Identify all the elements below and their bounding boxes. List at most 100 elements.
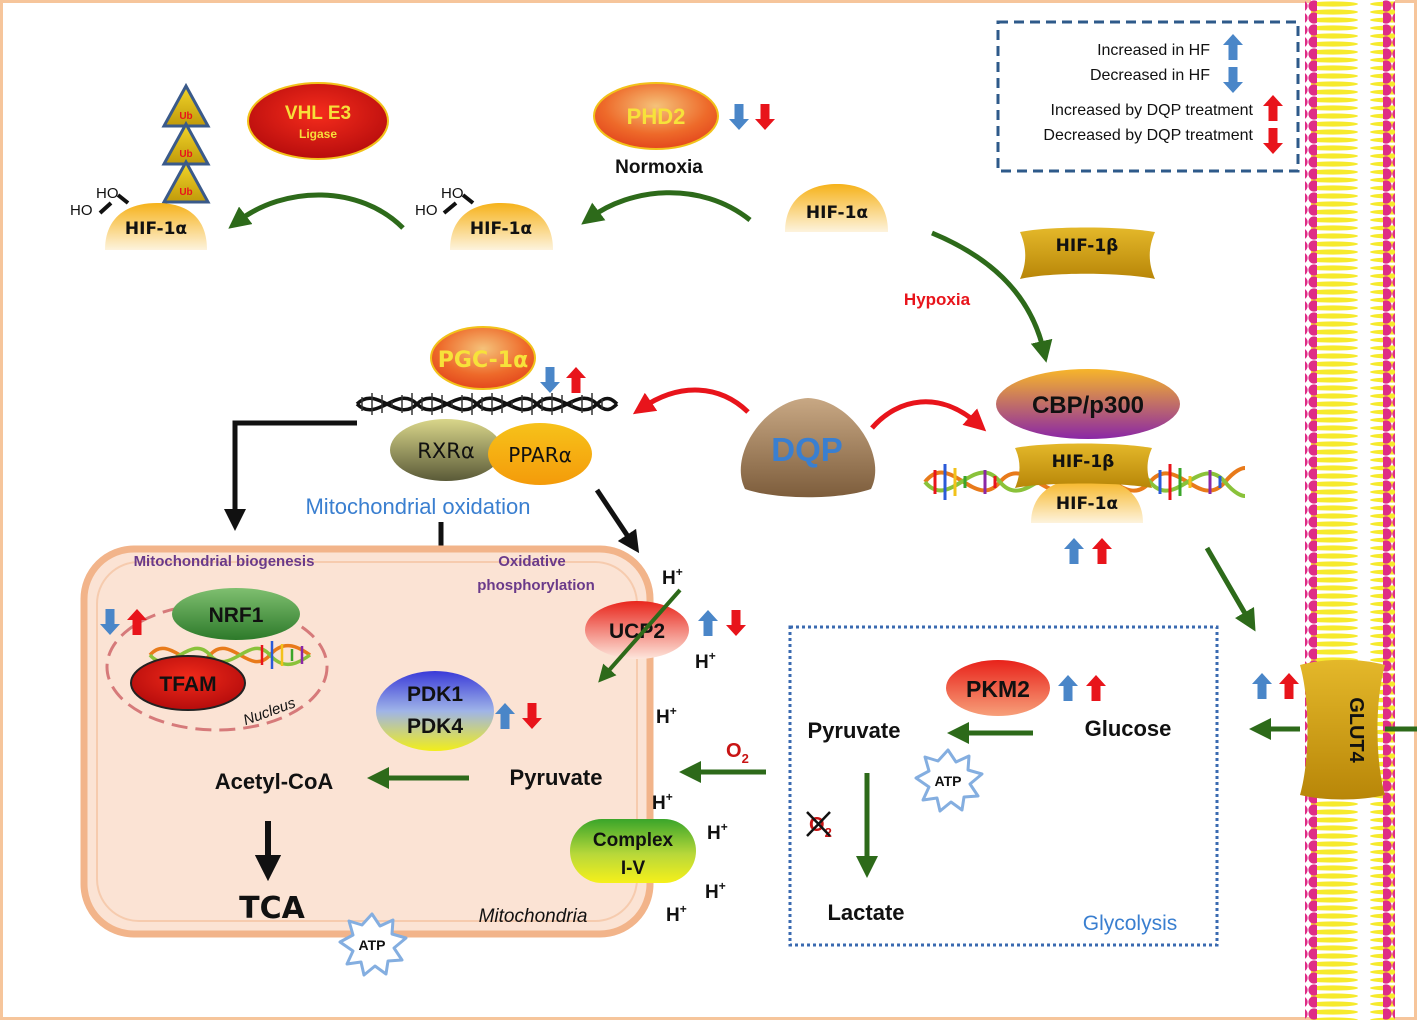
legend-decreased-hf: Decreased in HF: [1090, 67, 1210, 84]
svg-text:HIF-1β: HIF-1β: [1056, 236, 1119, 256]
red-up-arrow-icon: [1086, 675, 1106, 701]
ubiquitin-stack: Ub Ub Ub: [161, 82, 211, 204]
mitochondria: [80, 545, 654, 938]
o2-label: O2: [726, 740, 749, 766]
legend-box: [996, 20, 1300, 173]
pdk1-pdk4: PDK1 PDK4: [376, 671, 494, 751]
vhl-e3-ligase: VHL E3 Ligase: [247, 82, 389, 160]
svg-text:HIF-1β: HIF-1β: [1052, 452, 1115, 472]
mitochondrial-oxidation-label: Mitochondrial oxidation: [305, 494, 530, 519]
svg-text:H+: H+: [707, 820, 728, 844]
svg-text:DQP: DQP: [771, 431, 843, 468]
starburst-icon: ATP: [914, 748, 984, 813]
legend-increased-dqp: Increased by DQP treatment: [1051, 102, 1254, 119]
svg-text:Ub: Ub: [179, 111, 192, 122]
svg-text:Complex: Complex: [593, 830, 674, 851]
proton: H+: [656, 704, 677, 728]
dna-helix-icon: [355, 393, 619, 415]
proton: H+: [695, 649, 716, 673]
hypoxia-label: Hypoxia: [904, 290, 971, 309]
red-down-arrow-icon: [755, 104, 775, 130]
oxphos-label-line1: Oxidative: [498, 553, 566, 570]
mitochondria-label: Mitochondria: [479, 906, 588, 927]
dqp: DQP: [740, 398, 876, 498]
tfam: TFAM: [130, 655, 246, 711]
blue-up-arrow-icon: [1058, 675, 1078, 701]
svg-text:HIF-1α: HIF-1α: [1056, 494, 1118, 514]
svg-text:PDK1: PDK1: [407, 683, 463, 706]
blue-up-arrow-icon: [1064, 538, 1084, 564]
hif1a-hydroxylated: HIF-1α HO HO: [415, 185, 553, 250]
arrow-pgc1a-to-ucp2: [594, 488, 640, 554]
svg-text:I-V: I-V: [621, 858, 646, 879]
arrow-dqp-to-cbp: [870, 399, 987, 432]
normoxia-label: Normoxia: [615, 157, 703, 178]
svg-text:CBP/p300: CBP/p300: [1032, 392, 1144, 419]
red-up-arrow-icon: [1092, 538, 1112, 564]
red-down-arrow-icon: [726, 610, 746, 636]
hif1a-bound: HIF-1α: [1031, 478, 1143, 523]
mito-pyruvate-label: Pyruvate: [510, 765, 603, 790]
svg-text:ATP: ATP: [359, 937, 386, 953]
ucp2: UCP2: [585, 601, 689, 659]
red-up-arrow-icon: [566, 367, 586, 393]
svg-text:Ub: Ub: [179, 149, 192, 160]
arrow-hif-to-hydroxylated: [581, 190, 752, 225]
svg-text:Ub: Ub: [179, 187, 192, 198]
pgc1a: PGC-1α: [430, 326, 536, 390]
svg-text:H+: H+: [662, 565, 683, 589]
glycolysis-pyruvate-label: Pyruvate: [808, 718, 901, 743]
svg-text:PPARα: PPARα: [508, 443, 572, 467]
hif1a-free: HIF-1α: [785, 184, 888, 232]
svg-text:H+: H+: [652, 790, 673, 814]
arrow-hydroxylated-to-ubiquitinated: [228, 192, 405, 230]
svg-text:PKM2: PKM2: [966, 676, 1030, 702]
svg-text:VHL E3: VHL E3: [285, 103, 351, 124]
complex-i-v: Complex I-V: [570, 819, 696, 883]
dna-helix-icon: [148, 641, 312, 669]
lactate-label: Lactate: [827, 900, 904, 925]
svg-text:ATP: ATP: [935, 773, 962, 789]
svg-text:TFAM: TFAM: [159, 673, 216, 696]
acetyl-coa-label: Acetyl-CoA: [215, 769, 334, 794]
glut4: GLUT4: [1300, 659, 1385, 800]
svg-text:PGC-1α: PGC-1α: [438, 348, 528, 373]
svg-text:RXRα: RXRα: [417, 439, 474, 463]
svg-text:Ligase: Ligase: [299, 127, 337, 141]
arrow-pgc1a-to-biogenesis: [223, 420, 357, 532]
legend: Increased in HF Decreased in HF Increase…: [996, 20, 1300, 173]
arrow-hypoxia-to-cbp: [931, 230, 1053, 363]
blue-up-arrow-icon: [1252, 673, 1272, 699]
proton: H+: [662, 565, 683, 589]
blue-down-arrow-icon: [729, 104, 749, 130]
no-oxygen-icon: O2: [806, 811, 832, 840]
starburst-icon: ATP: [338, 912, 408, 977]
proton: H+: [666, 902, 687, 926]
svg-text:H+: H+: [656, 704, 677, 728]
hif1a-ubiquitinated: HIF-1α HO HO: [70, 185, 207, 250]
nrf1: NRF1: [172, 588, 300, 640]
svg-text:PDK4: PDK4: [407, 715, 463, 738]
arrow-proton-leak: [598, 588, 682, 683]
proton: H+: [707, 820, 728, 844]
cell-membrane: [1305, 0, 1395, 1020]
legend-increased-hf: Increased in HF: [1097, 42, 1210, 59]
ub-triangle: Ub: [161, 120, 211, 166]
ub-triangle: Ub: [161, 158, 211, 204]
rxra: RXRα: [390, 419, 502, 481]
phd2: PHD2: [593, 82, 719, 150]
svg-text:HO: HO: [96, 185, 119, 202]
ppara: PPARα: [488, 423, 592, 485]
svg-text:NRF1: NRF1: [209, 604, 264, 627]
svg-text:HIF-1α: HIF-1α: [806, 203, 868, 223]
glycolysis-label: Glycolysis: [1083, 912, 1178, 935]
svg-text:HIF-1α: HIF-1α: [125, 219, 187, 239]
cbp-p300: CBP/p300: [996, 369, 1180, 439]
blue-down-arrow-icon: [540, 367, 560, 393]
ub-triangle: Ub: [161, 82, 211, 128]
svg-text:H+: H+: [666, 902, 687, 926]
tca-label: TCA: [239, 891, 305, 926]
